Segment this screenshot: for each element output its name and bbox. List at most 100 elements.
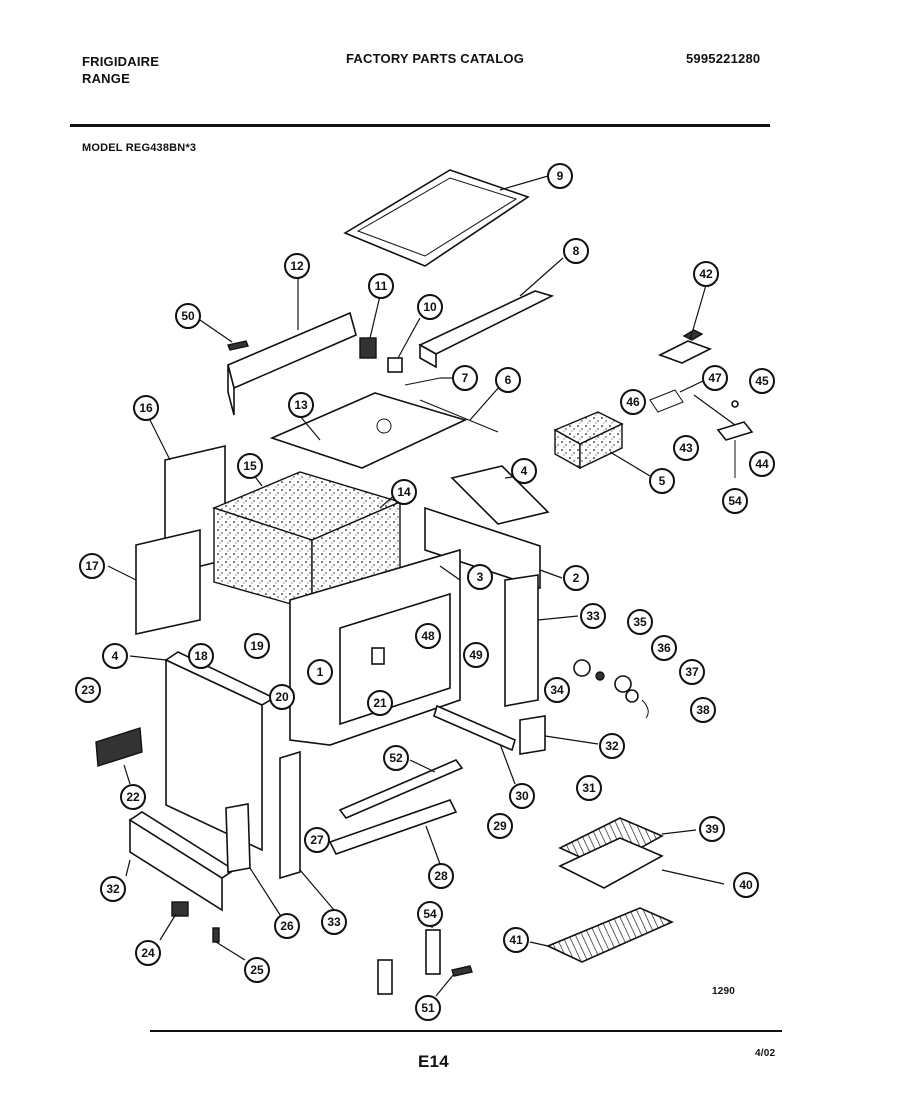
callout-46: 46 — [620, 389, 646, 415]
callout-7: 7 — [452, 365, 478, 391]
footer-rule — [150, 1030, 782, 1032]
svg-text:7: 7 — [462, 371, 469, 385]
part-40-broiler-pan — [558, 837, 725, 889]
callout-10: 10 — [417, 294, 443, 320]
callout-54: 54 — [417, 901, 443, 927]
part-43-44-45-igniter — [693, 394, 754, 478]
svg-text:54: 54 — [423, 907, 437, 921]
svg-text:40: 40 — [739, 878, 753, 892]
svg-text:5: 5 — [659, 474, 666, 488]
callout-6: 6 — [495, 367, 521, 393]
callout-49: 49 — [463, 642, 489, 668]
part-28-lower-rail — [328, 799, 458, 865]
callout-25: 25 — [244, 957, 270, 983]
callout-48: 48 — [415, 623, 441, 649]
callout-33: 33 — [580, 603, 606, 629]
svg-text:2: 2 — [573, 571, 580, 585]
model-label: MODEL REG438BN*3 — [82, 142, 197, 154]
callout-9: 9 — [547, 163, 573, 189]
svg-text:3: 3 — [477, 570, 484, 584]
svg-text:29: 29 — [493, 819, 507, 833]
part-31-32-hinge — [519, 715, 599, 755]
svg-text:50: 50 — [181, 309, 195, 323]
footer-date: 4/02 — [755, 1048, 776, 1059]
svg-text:10: 10 — [423, 300, 437, 314]
callout-39: 39 — [699, 816, 725, 842]
part-5-terminal-block — [553, 411, 651, 477]
callout-15: 15 — [237, 453, 263, 479]
svg-text:11: 11 — [375, 279, 388, 293]
callout-16: 16 — [133, 395, 159, 421]
svg-text:49: 49 — [469, 648, 483, 662]
svg-text:25: 25 — [250, 963, 264, 977]
callout-4: 4 — [511, 458, 537, 484]
callout-11: 11 — [368, 273, 394, 299]
svg-text:4: 4 — [112, 649, 119, 663]
svg-text:12: 12 — [290, 259, 304, 273]
svg-text:33: 33 — [586, 609, 600, 623]
part-22-plate — [95, 727, 143, 785]
svg-text:1: 1 — [317, 665, 324, 679]
callout-44: 44 — [749, 451, 775, 477]
svg-text:37: 37 — [685, 665, 699, 679]
svg-text:13: 13 — [294, 398, 308, 412]
callout-23: 23 — [75, 677, 101, 703]
catalog-number: 5995221280 — [686, 51, 761, 66]
callout-31: 31 — [576, 775, 602, 801]
svg-text:22: 22 — [126, 790, 140, 804]
svg-text:48: 48 — [421, 629, 435, 643]
callout-45: 45 — [749, 368, 775, 394]
part-33-right-stile — [504, 574, 579, 707]
svg-text:4: 4 — [521, 464, 528, 478]
part-52-bottom-rail — [338, 759, 464, 819]
svg-text:23: 23 — [81, 683, 95, 697]
svg-text:42: 42 — [699, 267, 713, 281]
callout-29: 29 — [487, 813, 513, 839]
svg-text:39: 39 — [705, 822, 719, 836]
callout-43: 43 — [673, 435, 699, 461]
svg-text:31: 31 — [582, 781, 596, 795]
callout-28: 28 — [428, 863, 454, 889]
svg-text:17: 17 — [85, 559, 99, 573]
svg-text:33: 33 — [327, 915, 341, 929]
svg-text:6: 6 — [505, 373, 512, 387]
part-25-leg — [212, 927, 246, 961]
part-7-wire — [404, 377, 452, 386]
svg-text:16: 16 — [139, 401, 153, 415]
callout-41: 41 — [503, 927, 529, 953]
part-2-right-panel — [424, 506, 563, 590]
part-24-bracket — [159, 901, 189, 941]
svg-text:15: 15 — [243, 459, 257, 473]
callout-26: 26 — [274, 913, 300, 939]
part-10-bracket — [387, 317, 421, 373]
callout-3: 3 — [467, 564, 493, 590]
part-9-cooktop — [343, 169, 549, 267]
svg-text:24: 24 — [141, 946, 155, 960]
callout-17: 17 — [79, 553, 105, 579]
svg-text:19: 19 — [250, 639, 264, 653]
svg-text:32: 32 — [106, 882, 120, 896]
callout-30: 30 — [509, 783, 535, 809]
callout-47: 47 — [702, 365, 728, 391]
svg-text:38: 38 — [696, 703, 710, 717]
svg-text:28: 28 — [434, 869, 448, 883]
product-label: RANGE — [82, 71, 130, 86]
callout-21: 21 — [367, 690, 393, 716]
svg-text:41: 41 — [509, 933, 523, 947]
svg-text:46: 46 — [626, 395, 640, 409]
callout-18: 18 — [188, 643, 214, 669]
part-46-47-switch — [649, 379, 706, 413]
part-11-clip — [359, 295, 381, 359]
callout-14: 14 — [391, 479, 417, 505]
catalog-title: FACTORY PARTS CATALOG — [346, 51, 525, 66]
svg-text:44: 44 — [755, 457, 769, 471]
svg-text:36: 36 — [657, 641, 671, 655]
callout-33-lower: 33 — [321, 909, 347, 935]
callout-35: 35 — [627, 609, 653, 635]
callout-8: 8 — [563, 238, 589, 264]
callout-1: 1 — [307, 659, 333, 685]
callout-38: 38 — [690, 697, 716, 723]
svg-text:18: 18 — [194, 649, 208, 663]
